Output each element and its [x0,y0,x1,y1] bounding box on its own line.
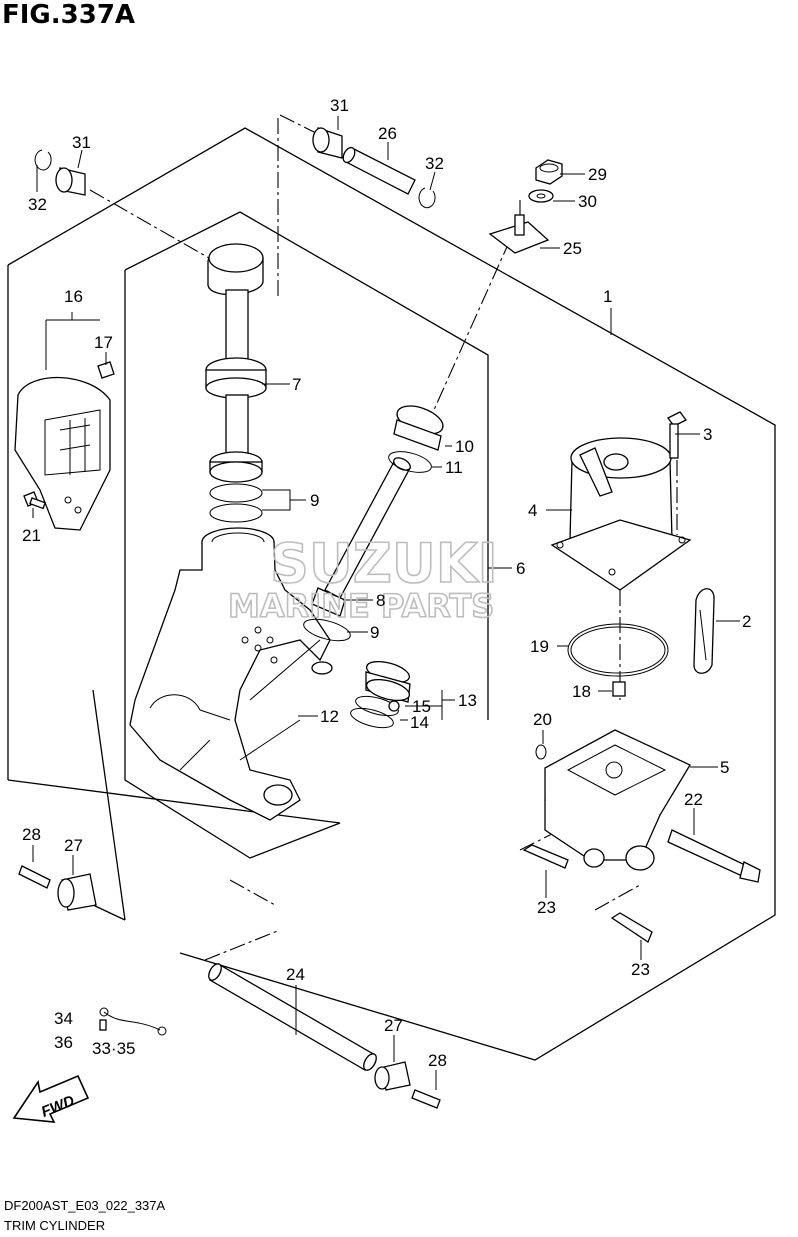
callout-9-lower: 9 [370,623,379,642]
pump-5 [544,729,691,871]
callout-25: 25 [563,239,582,258]
clip-32-right [418,187,436,209]
callout-13: 13 [458,691,477,710]
pin-26 [342,146,416,195]
callout-28-lower: 28 [428,1051,447,1070]
callout-36: 36 [54,1033,73,1052]
callout-11: 11 [445,458,463,477]
callout-15: 15 [412,697,431,716]
pin-24 [208,963,377,1071]
piston-9 [209,451,263,523]
callout-7: 7 [292,375,301,394]
outer-assembly-outline [7,127,776,1061]
callout-19: 19 [530,637,549,656]
callout-2: 2 [742,612,751,631]
callout-31-left: 31 [72,133,91,152]
watermark: SUZUKI MARINE PARTS [227,531,498,626]
callout-28-upper: 28 [22,825,41,844]
plug-18 [612,681,626,697]
callout-1: 1 [603,287,612,306]
inner-cylinder-outline [124,211,489,859]
leader-lines [32,116,740,1090]
callouts: 31 26 32 31 32 29 30 25 1 16 17 7 3 10 1… [22,96,751,1070]
bolt-28-upper [18,865,51,889]
callout-23-upper: 23 [537,898,556,917]
bushing-31-right [312,127,343,159]
callout-34: 34 [54,1009,73,1028]
bolt-22 [667,829,761,883]
model-code: DF200AST_E03_022_337A [4,1198,166,1213]
ground-lead-33 [99,1007,167,1036]
o-ring-9-lower [303,618,351,642]
parts-diagram: SUZUKI MARINE PARTS FWD 31 26 32 31 32 2… [7,96,776,1123]
callout-24: 24 [286,965,305,984]
callout-29: 29 [588,165,607,184]
callout-21: 21 [22,526,41,545]
callout-27-lower: 27 [384,1016,403,1035]
callout-10: 10 [455,437,474,456]
callout-17: 17 [94,333,113,352]
callout-8: 8 [376,591,385,610]
bolt-23-lower [610,912,653,943]
figure-title: FIG.337A [2,0,136,30]
callout-20: 20 [533,710,552,729]
callout-32-left: 32 [28,195,47,214]
cylinder-body-12 [129,527,333,821]
section-name: TRIM CYLINDER [4,1218,106,1233]
hose-clip-2 [693,588,715,674]
callout-12: 12 [320,707,339,726]
bushing-27-upper [57,873,97,911]
nut-29 [535,159,563,185]
seal-15-14 [350,695,400,729]
o-ring-19 [567,623,669,677]
callout-16: 16 [64,287,83,306]
fwd-arrow: FWD [12,1074,90,1123]
bolt-28-lower [411,1089,441,1109]
bolt-3 [667,411,687,459]
callout-27-upper: 27 [64,836,83,855]
washer-30 [528,189,554,203]
svg-text:SUZUKI: SUZUKI [270,532,498,595]
callout-26: 26 [378,124,397,143]
callout-14: 14 [410,713,429,732]
o-ring-20 [535,744,547,760]
callout-18: 18 [572,682,591,701]
callout-31-right: 31 [330,96,349,115]
cover-16 [14,376,111,531]
callout-32-right: 32 [425,154,444,173]
motor-4 [550,437,692,591]
callout-4: 4 [528,501,537,520]
callout-30: 30 [578,192,597,211]
bushing-27-lower [374,1061,411,1091]
callout-6: 6 [516,559,525,578]
plug-10 [393,405,444,451]
valve-25 [488,214,550,254]
cylinder-rod-7 [205,243,267,456]
bolt-23-upper [522,844,569,869]
callout-3: 3 [703,425,712,444]
callout-9-upper: 9 [310,491,319,510]
seal-13 [365,660,411,703]
callout-33-35: 33·35 [92,1039,135,1058]
clip-32-left [34,149,52,171]
bolt-21 [23,491,46,510]
callout-5: 5 [720,758,729,777]
o-ring-11 [388,451,432,473]
bushing-31-left [55,167,86,196]
callout-22: 22 [684,790,703,809]
callout-23-lower: 23 [631,960,650,979]
svg-text:MARINE PARTS: MARINE PARTS [228,587,494,625]
